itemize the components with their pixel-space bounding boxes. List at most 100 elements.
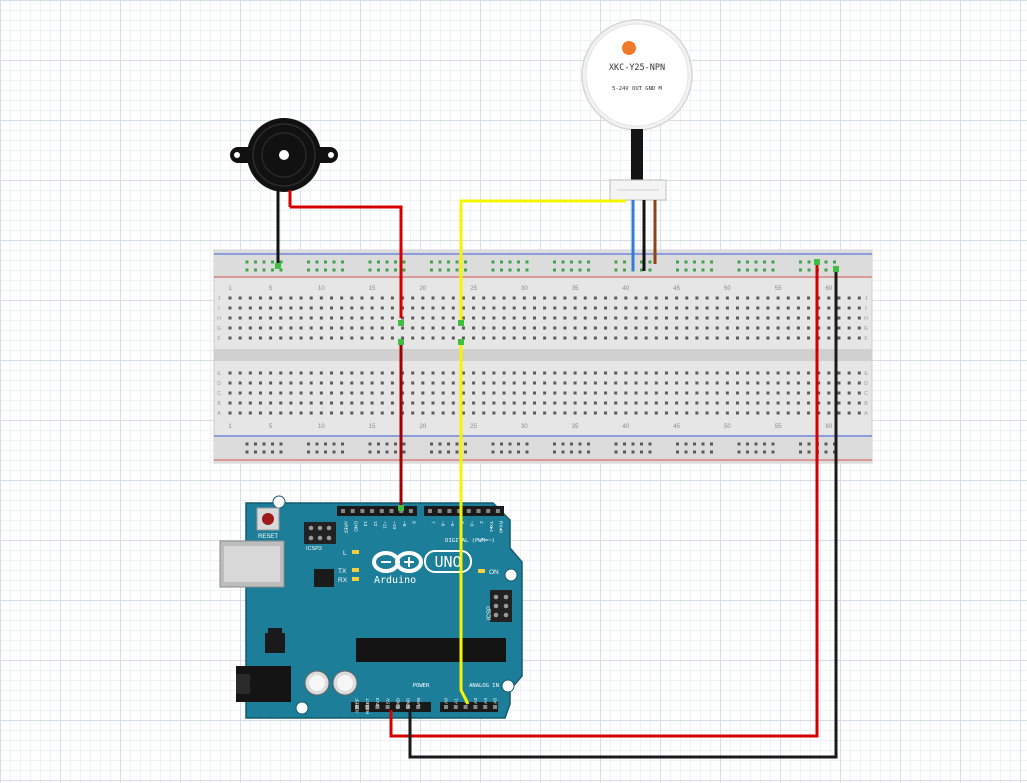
column-number: 5: [269, 286, 273, 292]
row-letter: I: [865, 306, 866, 312]
column-number: 5: [269, 424, 273, 430]
row-letter: E: [864, 371, 868, 377]
icsp-label: ICSP: [487, 606, 493, 620]
pin-label: 2: [478, 521, 484, 524]
pin-label: GND: [396, 697, 402, 708]
column-number: 50: [724, 286, 731, 292]
column-number: 60: [826, 424, 833, 430]
sensor-indicator-icon: [622, 41, 636, 55]
pin-label: 5V: [385, 697, 391, 704]
row-letter: H: [217, 316, 221, 322]
column-number: 1: [228, 424, 232, 430]
icsp2-header: [304, 522, 336, 544]
column-number: 40: [623, 286, 630, 292]
pin-label: ~5: [449, 521, 455, 527]
pin-label: TX▸1: [488, 521, 494, 533]
row-letter: B: [217, 401, 221, 407]
pin-label: AREF: [343, 521, 349, 534]
icsp-header: [490, 590, 512, 622]
pin-label: GND: [406, 697, 412, 708]
atmega-chip: [356, 638, 506, 662]
pin-label: A0: [444, 698, 450, 704]
row-letter: I: [218, 306, 219, 312]
pin-label: RESET: [365, 698, 371, 714]
brand-label: Arduino: [374, 575, 416, 586]
wire-analog-yellow: [459, 345, 470, 705]
row-letter: A: [864, 411, 868, 417]
wire-signal-yellow: [459, 199, 626, 320]
column-number: 35: [572, 286, 579, 292]
reset-label: RESET: [258, 534, 278, 540]
row-letter: D: [217, 381, 221, 387]
column-number: 60: [826, 286, 833, 292]
pin-label: A3: [473, 698, 479, 704]
wire-buzzer-red: [290, 205, 403, 318]
digital-header-2: [424, 506, 504, 516]
sensor-model-label: XKC-Y25-NPN: [609, 63, 665, 73]
row-letter: F: [217, 336, 220, 342]
column-number: 20: [420, 424, 427, 430]
pin-label: ~9: [401, 521, 407, 527]
row-letter: G: [864, 326, 868, 332]
analog-header: [440, 702, 498, 712]
row-letter: F: [864, 336, 867, 342]
column-number: 45: [673, 424, 680, 430]
piezo-buzzer: [230, 118, 338, 266]
led-rx-label: RX: [338, 577, 348, 584]
row-letter: D: [864, 381, 868, 387]
icsp2-label: ICSP2: [306, 546, 322, 552]
led-l-label: L: [343, 550, 347, 557]
row-letter: H: [864, 316, 868, 322]
column-number: 55: [775, 424, 782, 430]
row-letter: G: [217, 326, 221, 332]
pin-label: A1: [454, 698, 460, 704]
power-header: [351, 702, 431, 712]
pin-label: 8: [411, 521, 417, 524]
led-on-label: ON: [489, 569, 499, 576]
pin-label: A5: [493, 698, 499, 704]
column-number: 45: [673, 286, 680, 292]
column-number: 30: [521, 424, 528, 430]
row-letter: B: [864, 401, 868, 407]
voltage-regulator: [265, 633, 285, 653]
arduino-uno-board: RESET ICSP2 L TX RX ON Arduino UNO: [219, 495, 523, 719]
column-numbers: 1155101015152020252530303535404045455050…: [228, 286, 833, 430]
analog-label: ANALOG IN: [469, 683, 499, 689]
pin-label: IOREF: [355, 698, 361, 713]
column-number: 35: [572, 424, 579, 430]
pin-label: ~6: [439, 521, 445, 527]
wire-5v-red: [389, 262, 819, 738]
power-label: POWER: [413, 683, 430, 689]
row-letter: A: [217, 411, 221, 417]
usb-chip: [314, 569, 334, 587]
wire-gnd-black: [408, 269, 838, 759]
breadboard: 1155101015152020252530303535404045455050…: [213, 249, 873, 464]
led-tx-label: TX: [338, 568, 347, 575]
uno-badge: [424, 550, 472, 573]
center-channel: [214, 349, 872, 361]
column-number: 10: [318, 424, 325, 430]
column-number: 15: [369, 286, 376, 292]
column-number: 25: [470, 286, 477, 292]
row-letter: C: [217, 391, 221, 397]
sensor-pins-label: 5-24V OUT GND M: [612, 86, 662, 92]
pin-label: RX◂0: [498, 521, 504, 533]
arduino-logo-icon: [372, 551, 423, 573]
pin-label: GND: [352, 521, 358, 532]
column-number: 50: [724, 424, 731, 430]
pin-label: 12: [372, 521, 378, 527]
column-number: 55: [775, 286, 782, 292]
pin-label: A4: [483, 698, 489, 704]
pin-label: 7: [430, 521, 436, 524]
row-letter: E: [217, 371, 221, 377]
row-letter: J: [218, 296, 221, 302]
pin-label: 13: [362, 521, 368, 527]
power-rail-bottom: [214, 435, 872, 463]
pin-label: ~11: [382, 521, 388, 529]
pin-label: 3V3: [375, 698, 381, 707]
row-letter: C: [864, 391, 868, 397]
